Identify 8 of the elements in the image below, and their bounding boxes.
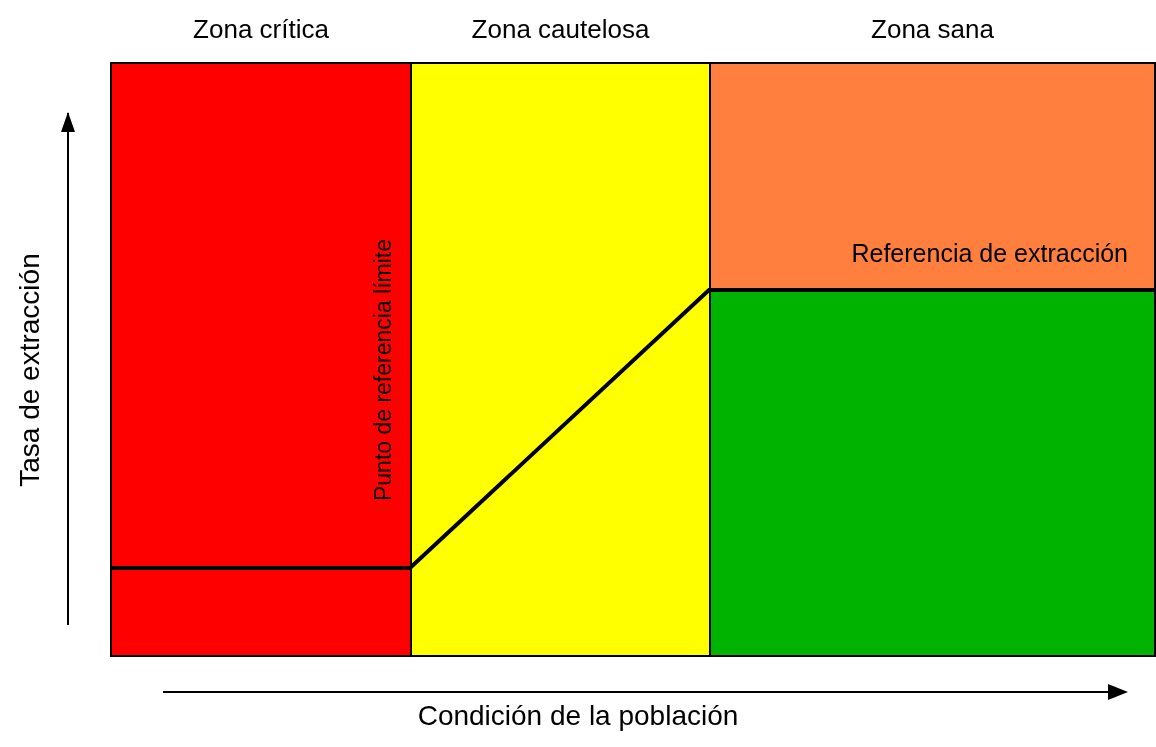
axis-title: Tasa de extracción [14,253,46,487]
axis-title: Condición de la población [416,700,740,732]
zone-panel [709,290,1156,657]
zone-heading: Zona cautelosa [470,14,651,45]
limit-reference-label: Punto de referencia límite [369,238,397,502]
zone-heading: Zona crítica [192,14,330,45]
zone-heading: Zona sana [870,14,995,45]
reference-label: Referencia de extracción [851,239,1128,268]
